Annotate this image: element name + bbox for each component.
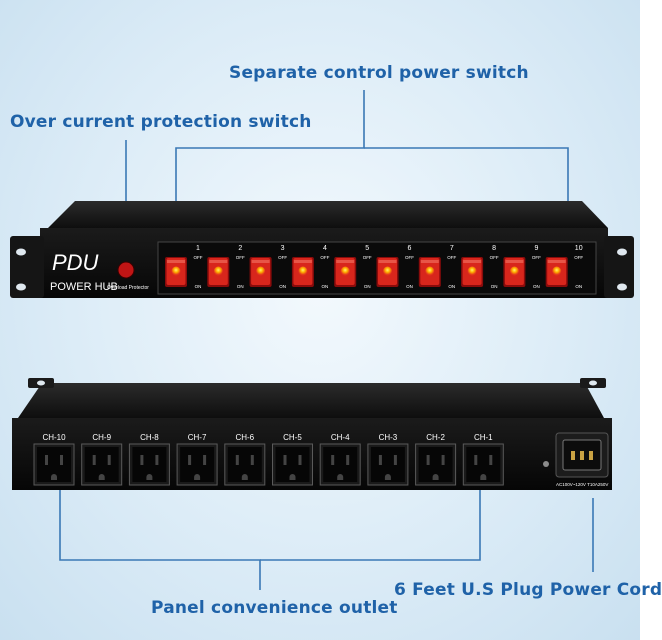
rear-outlets: CH-10 CH-9 CH-8 CH-7 CH-6 CH-5 CH-4 CH-3 CH-2 CH-… <box>33 433 504 486</box>
rack-hole-right-bottom <box>617 283 627 291</box>
power-switch-10[interactable] <box>545 257 568 287</box>
outlet-ch-2[interactable] <box>415 443 457 486</box>
rack-hole-left-top <box>16 248 26 256</box>
switch-off-label: OFF <box>447 255 456 260</box>
channel-label-ch-4: CH-4 <box>331 433 350 442</box>
channel-label-ch-6: CH-6 <box>235 433 254 442</box>
switch-on-label: ON <box>533 284 540 289</box>
power-switch-7[interactable] <box>418 257 441 287</box>
switch-number-4: 4 <box>323 245 327 252</box>
callout-panel-outlet: Panel convenience outlet <box>151 598 398 618</box>
outlet-ch-4[interactable] <box>319 443 361 486</box>
power-switch-3[interactable] <box>249 257 272 287</box>
outlet-ch-3[interactable] <box>367 443 409 486</box>
inlet-rating-label: AC100V~120V T10A250V <box>556 482 608 487</box>
switch-on-label: ON <box>195 284 202 289</box>
switch-off-label: OFF <box>574 255 583 260</box>
channel-label-ch-3: CH-3 <box>379 433 398 442</box>
power-switch-5[interactable] <box>334 257 357 287</box>
switch-number-10: 10 <box>575 245 583 252</box>
power-switch-4[interactable] <box>291 257 314 287</box>
switch-number-8: 8 <box>492 245 496 252</box>
channel-label-ch-5: CH-5 <box>283 433 302 442</box>
rack-hole-left-bottom <box>16 283 26 291</box>
outlet-ch-6[interactable] <box>224 443 266 486</box>
power-switch-8[interactable] <box>461 257 484 287</box>
back-unit: CH-10 CH-9 CH-8 CH-7 CH-6 CH-5 CH-4 CH-3 CH-2 CH-… <box>12 378 612 490</box>
leader-separate-switch <box>175 90 365 245</box>
power-switch-6[interactable] <box>376 257 399 287</box>
power-switch-1[interactable] <box>165 257 187 287</box>
callout-power-cord: 6 Feet U.S Plug Power Cord <box>394 580 662 600</box>
leader-lines <box>59 90 594 590</box>
switch-number-3: 3 <box>281 245 285 252</box>
switch-number-2: 2 <box>238 245 242 252</box>
switch-on-label: ON <box>322 284 329 289</box>
switch-on-label: ON <box>491 284 498 289</box>
switch-on-label: ON <box>448 284 455 289</box>
brand-logo: PDU <box>52 250 99 275</box>
channel-label-ch-10: CH-10 <box>42 433 66 442</box>
switch-off-label: OFF <box>320 255 329 260</box>
outlet-ch-8[interactable] <box>128 443 170 486</box>
switch-off-label: OFF <box>490 255 499 260</box>
power-switch-9[interactable] <box>503 257 526 287</box>
switch-off-label: OFF <box>278 255 287 260</box>
switch-off-label: OFF <box>532 255 541 260</box>
switch-number-7: 7 <box>450 245 454 252</box>
channel-label-ch-9: CH-9 <box>92 433 111 442</box>
switch-number-1: 1 <box>196 245 200 252</box>
background <box>0 0 640 640</box>
channel-label-ch-8: CH-8 <box>140 433 159 442</box>
channel-label-ch-7: CH-7 <box>188 433 207 442</box>
switch-off-label: OFF <box>236 255 245 260</box>
outlet-ch-10[interactable] <box>33 443 75 486</box>
switch-number-5: 5 <box>365 245 369 252</box>
switch-on-label: ON <box>575 284 582 289</box>
outlet-ch-7[interactable] <box>176 443 218 486</box>
switch-on-label: ON <box>279 284 286 289</box>
switch-on-label: ON <box>364 284 371 289</box>
switch-number-9: 9 <box>534 245 538 252</box>
switch-on-label: ON <box>406 284 413 289</box>
outlet-ch-5[interactable] <box>272 443 313 486</box>
leader-outlet-right <box>260 485 481 561</box>
switch-off-label: OFF <box>363 255 372 260</box>
callout-separate-control-switch: Separate control power switch <box>229 63 529 83</box>
overload-protector-button[interactable] <box>117 261 135 279</box>
overload-protector-label: Overload Protector <box>107 285 149 291</box>
switch-on-label: ON <box>237 284 244 289</box>
outlet-ch-9[interactable] <box>81 443 123 486</box>
power-inlet[interactable] <box>555 432 609 478</box>
power-switch-2[interactable] <box>207 257 230 287</box>
callout-overcurrent-protection: Over current protection switch <box>10 112 312 132</box>
channel-label-ch-1: CH-1 <box>474 433 493 442</box>
model-label: POWER HUB <box>50 281 118 293</box>
switch-off-label: OFF <box>405 255 414 260</box>
channel-label-ch-2: CH-2 <box>426 433 445 442</box>
inlet-screw-left <box>543 461 549 467</box>
switch-off-label: OFF <box>194 255 203 260</box>
rack-ear-left <box>10 236 44 298</box>
rack-hole-right-top <box>617 248 627 256</box>
leader-outlet-left <box>59 485 261 590</box>
outlet-ch-1[interactable] <box>462 443 504 486</box>
switch-number-6: 6 <box>408 245 412 252</box>
